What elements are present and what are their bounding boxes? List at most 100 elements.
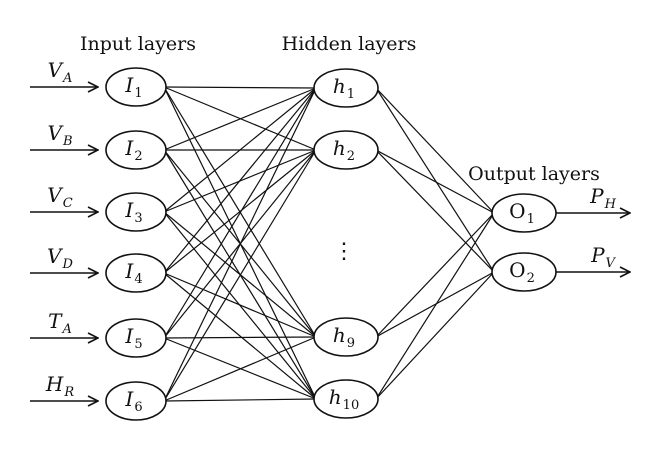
edge-input-6-hidden-4 <box>163 398 317 402</box>
hidden-node-label-4: h10 <box>329 385 359 413</box>
hidden-node-label-2-main: h <box>333 136 346 160</box>
edge-input-4-hidden-2 <box>163 149 317 274</box>
input-node-label-1-main: I <box>124 73 134 97</box>
edge-input-2-hidden-1 <box>163 87 317 151</box>
input-variable-4-sub: D <box>62 257 74 272</box>
output-variable-1-main: P <box>589 184 604 208</box>
edge-input-5-hidden-1 <box>163 87 317 339</box>
input-node-5 <box>105 318 167 358</box>
hidden-node-2 <box>313 130 379 170</box>
input-node-4 <box>105 253 167 293</box>
output-node-label-1-main: O <box>509 199 525 223</box>
input-node-label-4: I4 <box>124 259 142 287</box>
output-variable-2: PV <box>590 243 616 271</box>
output-variable-2-sub: V <box>606 256 617 271</box>
hidden-node-label-4-sub: 10 <box>343 398 360 413</box>
edge-hidden-2-output-1 <box>375 149 495 214</box>
output-layer-title: Output layers <box>468 163 600 185</box>
input-node-label-2-main: I <box>124 136 134 160</box>
output-node-label-1: O1 <box>509 199 535 227</box>
input-node-3 <box>105 192 167 232</box>
edge-hidden-1-output-2 <box>375 87 495 273</box>
edge-hidden-1-output-1 <box>375 87 495 214</box>
input-node-2 <box>105 130 167 170</box>
hidden-ellipsis: ⋮ <box>333 239 355 264</box>
hidden-node-label-3-sub: 9 <box>347 336 355 351</box>
hidden-node-label-2-sub: 2 <box>347 149 355 164</box>
input-node-label-3: I3 <box>124 198 142 226</box>
input-variable-6: HR <box>45 372 74 400</box>
input-variable-1-main: V <box>48 58 65 82</box>
input-node-label-4-sub: 4 <box>134 272 142 287</box>
output-variable-1: PH <box>589 184 616 212</box>
hidden-node-label-1-sub: 1 <box>347 87 355 102</box>
input-node-label-5-sub: 5 <box>134 337 142 352</box>
input-variable-4-main: V <box>47 244 64 268</box>
input-variable-2-main: V <box>47 121 64 145</box>
input-node-label-3-sub: 3 <box>134 211 142 226</box>
edge-hidden-4-output-1 <box>375 212 495 400</box>
input-variable-6-main: H <box>45 372 64 396</box>
hidden-node-label-1-main: h <box>333 74 346 98</box>
hidden-node-3 <box>313 317 379 357</box>
hidden-layer-title: Hidden layers <box>282 33 417 55</box>
output-variable-2-main: P <box>590 243 605 267</box>
input-variable-3-sub: C <box>63 196 73 211</box>
connection-lines <box>163 86 495 402</box>
input-node-label-6: I6 <box>124 387 142 415</box>
edge-input-4-hidden-1 <box>163 87 317 274</box>
input-node-label-3-main: I <box>124 198 134 222</box>
input-variable-5: TA <box>48 309 72 337</box>
input-variable-5-sub: A <box>61 322 71 337</box>
edge-input-3-hidden-1 <box>163 87 317 213</box>
input-variable-5-main: T <box>48 309 63 333</box>
output-node-label-2: O2 <box>509 258 535 286</box>
input-node-label-4-main: I <box>124 259 134 283</box>
input-variable-3: VC <box>47 183 72 211</box>
output-node-2 <box>491 252 557 292</box>
input-node-1 <box>105 67 167 107</box>
input-variable-4: VD <box>47 244 73 272</box>
edge-input-1-hidden-1 <box>163 86 317 89</box>
edge-input-6-hidden-1 <box>163 87 317 402</box>
hidden-node-label-1: h1 <box>333 74 355 102</box>
input-node-label-5-main: I <box>124 324 134 348</box>
output-variable-1-sub: H <box>604 197 617 212</box>
hidden-node-1 <box>313 68 379 108</box>
input-node-label-6-sub: 6 <box>134 400 142 415</box>
edge-hidden-3-output-1 <box>375 212 495 338</box>
output-node-label-2-sub: 2 <box>527 271 535 286</box>
input-variable-1-sub: A <box>62 71 72 86</box>
hidden-node-label-3-main: h <box>333 323 346 347</box>
edge-hidden-3-output-2 <box>375 271 495 338</box>
hidden-node-label-3: h9 <box>333 323 355 351</box>
input-node-label-1-sub: 1 <box>134 86 142 101</box>
input-node-label-1: I1 <box>124 73 142 101</box>
input-node-label-2: I2 <box>124 136 142 164</box>
output-node-label-1-sub: 1 <box>527 212 535 227</box>
edge-input-4-hidden-4 <box>163 272 317 400</box>
edge-input-6-hidden-2 <box>163 149 317 402</box>
hidden-node-label-2: h2 <box>333 136 355 164</box>
edge-hidden-4-output-2 <box>375 271 495 400</box>
output-node-1 <box>491 193 557 233</box>
input-node-label-6-main: I <box>124 387 134 411</box>
hidden-node-label-4-main: h <box>329 385 342 409</box>
input-layer-title: Input layers <box>80 33 196 55</box>
edge-input-4-hidden-3 <box>163 272 317 338</box>
input-variable-3-main: V <box>47 183 64 207</box>
input-variable-2: VB <box>47 121 72 149</box>
output-node-label-2-main: O <box>509 258 525 282</box>
input-node-6 <box>105 381 167 421</box>
input-variable-1: VA <box>48 58 73 86</box>
input-variable-6-sub: R <box>63 385 74 400</box>
hidden-node-4 <box>313 379 379 419</box>
input-node-label-2-sub: 2 <box>134 149 142 164</box>
input-variable-2-sub: B <box>62 134 73 149</box>
